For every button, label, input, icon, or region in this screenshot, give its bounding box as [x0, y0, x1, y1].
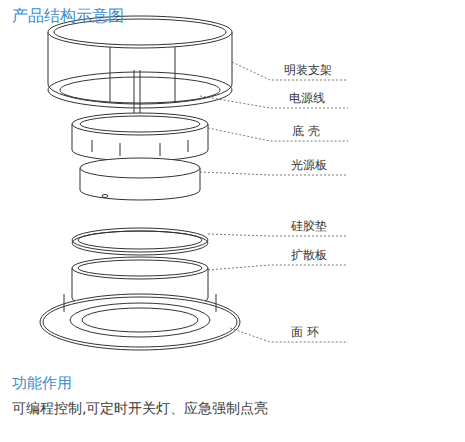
- part-label: 硅胶垫: [290, 219, 328, 233]
- part-label: 电源线: [288, 91, 326, 105]
- part-label: 光源板: [290, 158, 328, 172]
- silicone-pad: [72, 228, 208, 255]
- part-label: 明装支架: [283, 63, 333, 77]
- bottom-shell: [72, 113, 208, 161]
- face-ring: [40, 294, 240, 350]
- part-label: 面 环: [290, 325, 320, 339]
- title: 产品结构示意图: [12, 6, 124, 25]
- leader-lines: [200, 62, 348, 342]
- light-board: [80, 158, 200, 200]
- part-label: 扩散板: [290, 248, 328, 262]
- body-text: 可编程控制,可定时开关灯、应急强制点亮: [12, 400, 268, 417]
- section-heading: 功能作用: [12, 374, 72, 392]
- part-label: 底 壳: [291, 124, 321, 138]
